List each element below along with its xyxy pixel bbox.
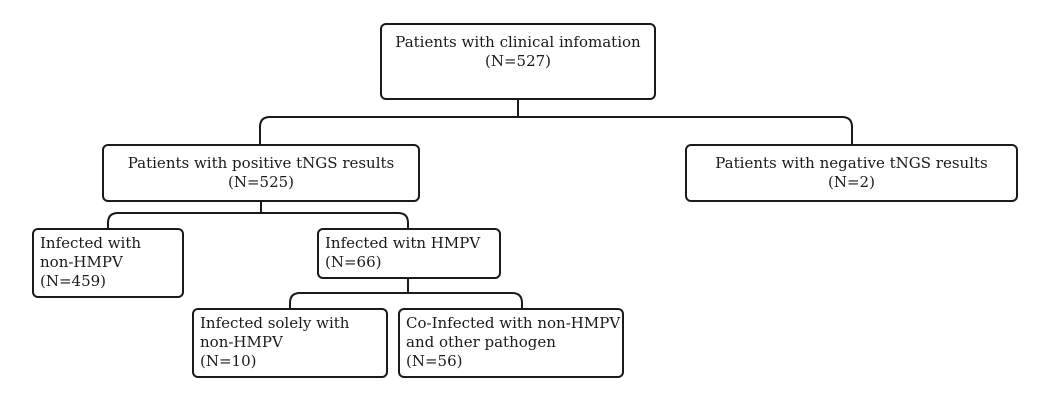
node-positive-tngs: Patients with positive tNGS results (N=5… <box>102 144 420 202</box>
node-solely-line-1: Infected solely with <box>200 314 350 332</box>
node-clinical-information: Patients with clinical infomation (N=527… <box>380 23 656 100</box>
node-infected-non-hmpv: Infected with non-HMPV (N=459) <box>32 228 184 298</box>
node-co-infected: Co-Infected with non-HMPV and other path… <box>398 308 624 378</box>
node-non-hmpv-line-2: non-HMPV <box>40 253 123 271</box>
node-negative-title: Patients with negative tNGS results <box>715 154 988 172</box>
node-root-title: Patients with clinical infomation <box>395 33 641 51</box>
node-root-count: (N=527) <box>484 52 552 70</box>
connector-root-to-branches <box>259 99 853 145</box>
node-infected-hmpv: Infected witn HMPV (N=66) <box>317 228 501 279</box>
node-hmpv-title: Infected witn HMPV <box>325 234 481 252</box>
node-co-line-2: and other pathogen <box>406 333 556 351</box>
node-co-count: (N=56) <box>406 352 463 370</box>
node-solely-count: (N=10) <box>200 352 257 370</box>
connector-hmpv-to-branches <box>289 278 523 309</box>
node-hmpv-count: (N=66) <box>325 253 382 271</box>
node-solely-line-2: non-HMPV <box>200 333 283 351</box>
node-non-hmpv-line-1: Infected with <box>40 234 142 252</box>
node-positive-count: (N=525) <box>227 173 295 191</box>
node-infected-solely: Infected solely with non-HMPV (N=10) <box>192 308 388 378</box>
connector-positive-to-branches <box>107 201 409 229</box>
node-negative-tngs: Patients with negative tNGS results (N=2… <box>685 144 1018 202</box>
node-non-hmpv-count: (N=459) <box>40 272 107 290</box>
node-positive-title: Patients with positive tNGS results <box>127 154 395 172</box>
node-co-line-1: Co-Infected with non-HMPV <box>406 314 621 332</box>
node-negative-count: (N=2) <box>828 173 875 191</box>
